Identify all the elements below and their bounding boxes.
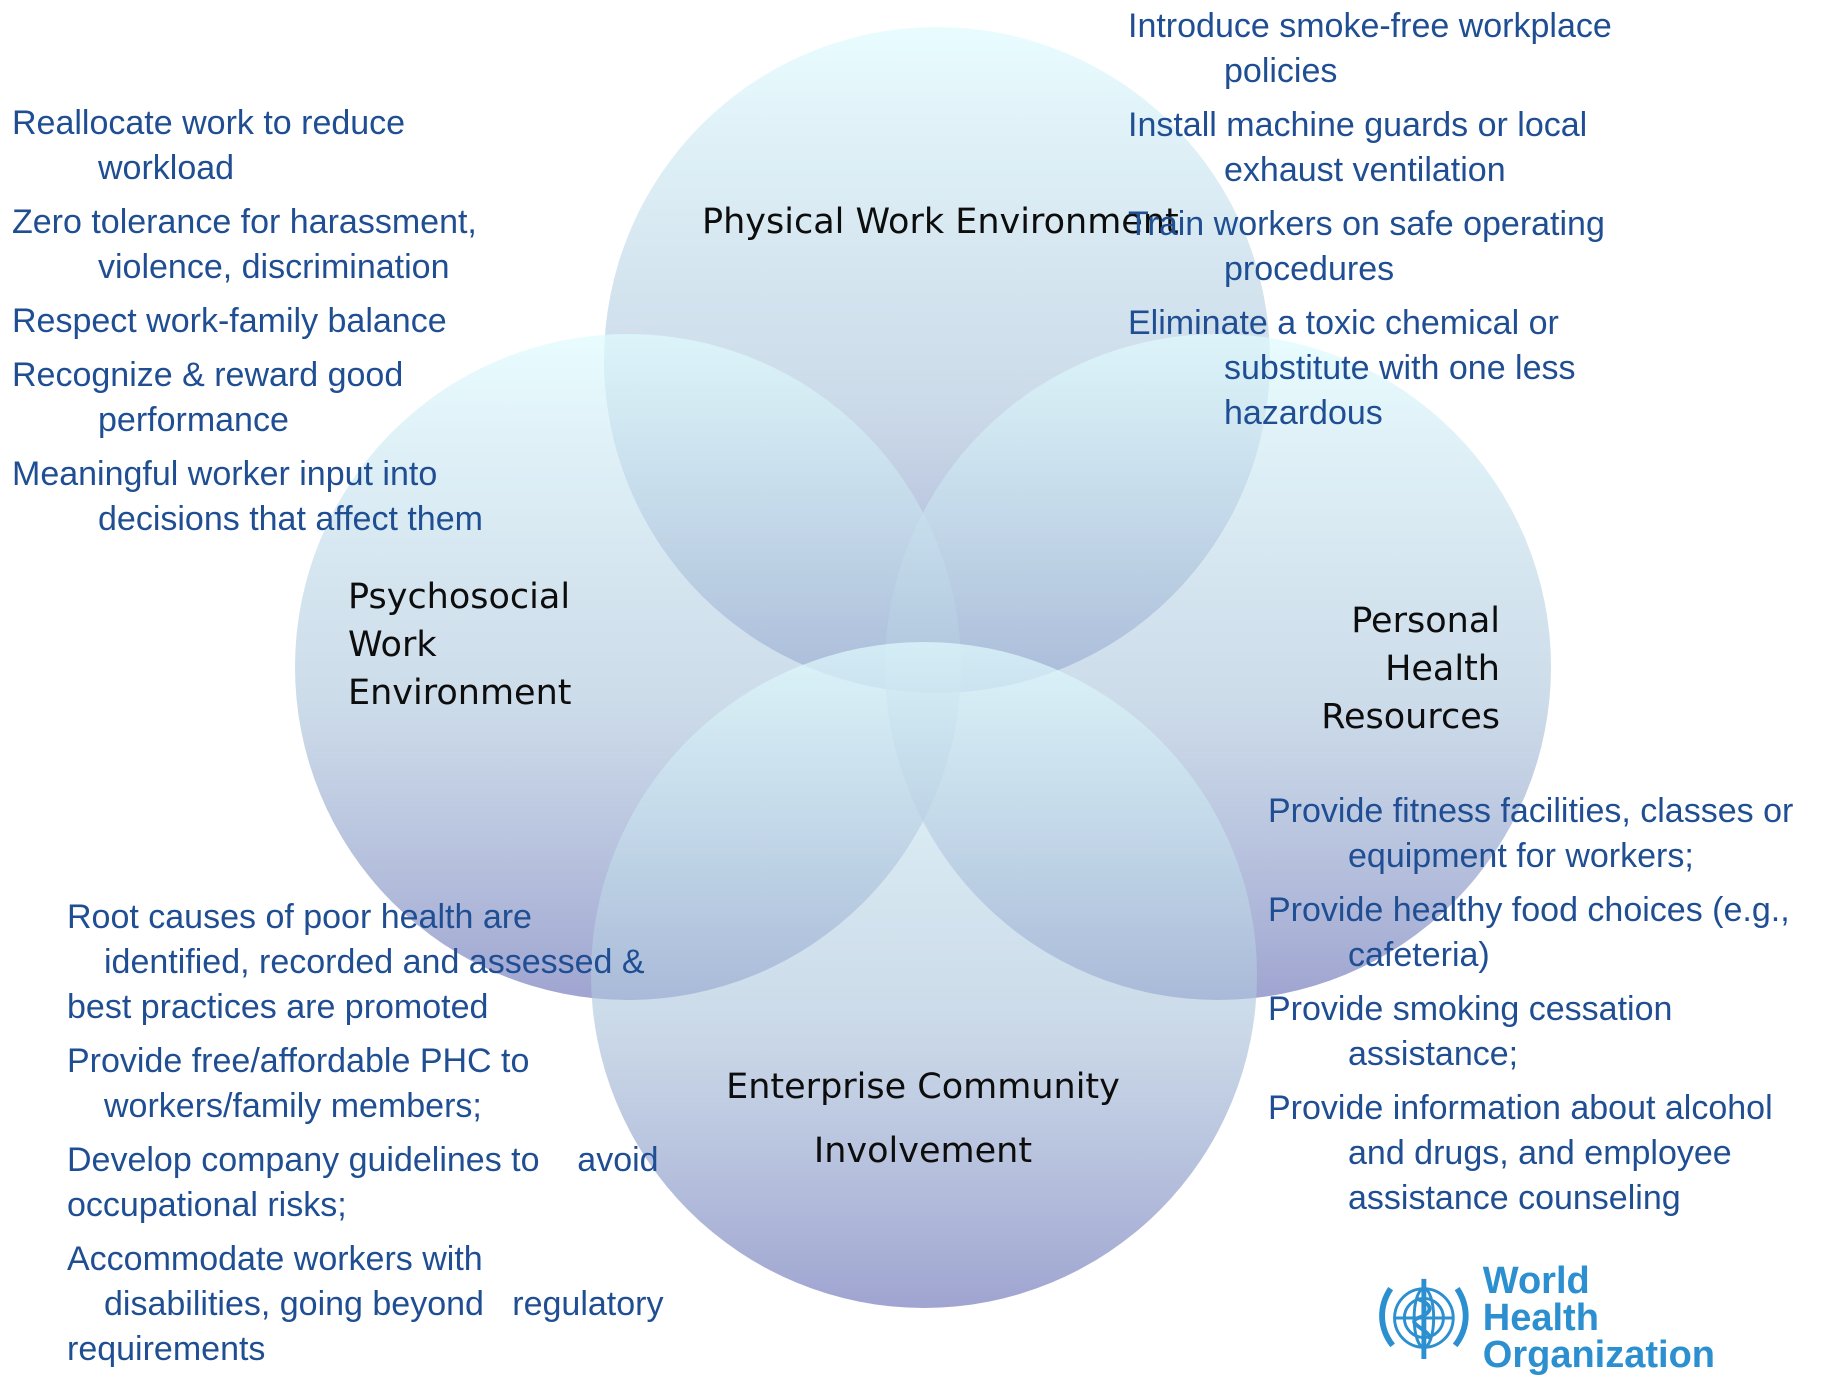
physical-work-environment-label: Physical Work Environment: [702, 202, 1179, 242]
list-item-text: procedures: [1224, 250, 1395, 288]
list-item: Provide smoking cessation assistance;: [1268, 987, 1793, 1077]
list-item: Respect work-family balance: [12, 299, 483, 344]
psychosocial-label-line: Psychosocial: [348, 577, 571, 617]
list-item-text: Introduce smoke-free workplace: [1128, 7, 1612, 45]
un-emblem-icon: [1379, 1278, 1469, 1360]
psychosocial-actions-list: Reallocate work to reduce workload Zero t…: [12, 101, 483, 551]
list-item-text: Provide fitness facilities, classes or: [1268, 792, 1794, 830]
list-item: Reallocate work to reduce workload: [12, 101, 483, 191]
list-item-text: occupational risks;: [67, 1186, 347, 1224]
list-item-text: assistance;: [1348, 1035, 1519, 1073]
list-item-text: equipment for workers;: [1348, 837, 1694, 875]
list-item-text: Develop company guidelines to avoid: [67, 1141, 659, 1179]
who-logo: World Health Organization: [1375, 1262, 1715, 1374]
list-item-text: hazardous: [1224, 394, 1383, 432]
list-item: Meaningful worker input into decisions th…: [12, 452, 483, 542]
list-item-text: Root causes of poor health are: [67, 898, 532, 936]
list-item-text: workers/family members;: [104, 1087, 482, 1125]
list-item-text: violence, discrimination: [98, 248, 450, 286]
psychosocial-work-environment-label: Psychosocial Work Environment: [348, 573, 571, 717]
list-item-text: decisions that affect them: [98, 500, 483, 538]
community-label-line: Enterprise Community: [726, 1067, 1120, 1107]
list-item-text: best practices are promoted: [67, 988, 489, 1026]
list-item-text: Train workers on safe operating: [1128, 205, 1605, 243]
personal-label-line: Resources: [1321, 697, 1500, 737]
list-item: Provide information about alcohol and dru…: [1268, 1086, 1793, 1221]
list-item: Introduce smoke-free workplace policies: [1128, 4, 1612, 94]
list-item-text: Provide free/affordable PHC to: [67, 1042, 530, 1080]
list-item: Train workers on safe operating procedure…: [1128, 202, 1612, 292]
personal-label-line: Personal: [1351, 601, 1500, 641]
list-item-text: Meaningful worker input into: [12, 455, 438, 493]
list-item-text: Provide information about alcohol: [1268, 1089, 1773, 1127]
list-item-text: Recognize & reward good: [12, 356, 404, 394]
who-logo-text: World Health Organization: [1482, 1259, 1715, 1376]
list-item: Provide fitness facilities, classes or eq…: [1268, 789, 1793, 879]
list-item: Provide healthy food choices (e.g., cafet…: [1268, 888, 1793, 978]
list-item-text: cafeteria): [1348, 936, 1490, 974]
list-item: Provide free/affordable PHC to workers/fa…: [67, 1039, 663, 1129]
enterprise-community-involvement-label: Enterprise Community Involvement: [718, 1055, 1128, 1183]
list-item-text: requirements: [67, 1330, 266, 1368]
community-actions-list: Root causes of poor health are identified…: [67, 895, 663, 1381]
list-item-text: Respect work-family balance: [12, 302, 447, 340]
list-item-text: exhaust ventilation: [1224, 151, 1506, 189]
list-item-text: identified, recorded and assessed &: [104, 943, 645, 981]
who-logo-line: Organization: [1482, 1333, 1715, 1376]
list-item: Install machine guards or local exhaust v…: [1128, 103, 1612, 193]
list-item-text: Eliminate a toxic chemical or: [1128, 304, 1559, 342]
list-item: Develop company guidelines to avoid occup…: [67, 1138, 663, 1228]
list-item-text: Install machine guards or local: [1128, 106, 1588, 144]
personal-health-resources-label: Personal Health Resources: [1321, 597, 1500, 741]
list-item: Recognize & reward good performance: [12, 353, 483, 443]
psychosocial-label-line: Work: [348, 625, 437, 665]
list-item-text: policies: [1224, 52, 1338, 90]
list-item-text: Provide healthy food choices (e.g.,: [1268, 891, 1790, 929]
list-item-text: Provide smoking cessation: [1268, 990, 1673, 1028]
list-item-text: performance: [98, 401, 289, 439]
who-logo-line: World Health: [1482, 1259, 1599, 1339]
list-item: Root causes of poor health are identified…: [67, 895, 663, 1030]
list-item-text: and drugs, and employee: [1348, 1134, 1732, 1172]
community-label-line: Involvement: [813, 1131, 1033, 1171]
circle-enterprise-community-involvement: [591, 642, 1257, 1308]
personal-health-actions-list: Provide fitness facilities, classes or eq…: [1268, 789, 1793, 1230]
list-item-text: Zero tolerance for harassment,: [12, 203, 477, 241]
psychosocial-label-line: Environment: [348, 673, 572, 713]
physical-actions-list: Introduce smoke-free workplace policies I…: [1128, 4, 1612, 445]
personal-label-line: Health: [1385, 649, 1500, 689]
list-item-text: Reallocate work to reduce: [12, 104, 406, 142]
list-item: Accommodate workers with disabilities, go…: [67, 1237, 663, 1372]
list-item-text: workload: [98, 149, 235, 187]
list-item-text: assistance counseling: [1348, 1179, 1681, 1217]
list-item: Zero tolerance for harassment, violence, …: [12, 200, 483, 290]
list-item-text: disabilities, going beyond regulatory: [104, 1285, 664, 1323]
list-item: Eliminate a toxic chemical or substitute …: [1128, 301, 1612, 436]
list-item-text: substitute with one less: [1224, 349, 1576, 387]
list-item-text: Accommodate workers with: [67, 1240, 483, 1278]
